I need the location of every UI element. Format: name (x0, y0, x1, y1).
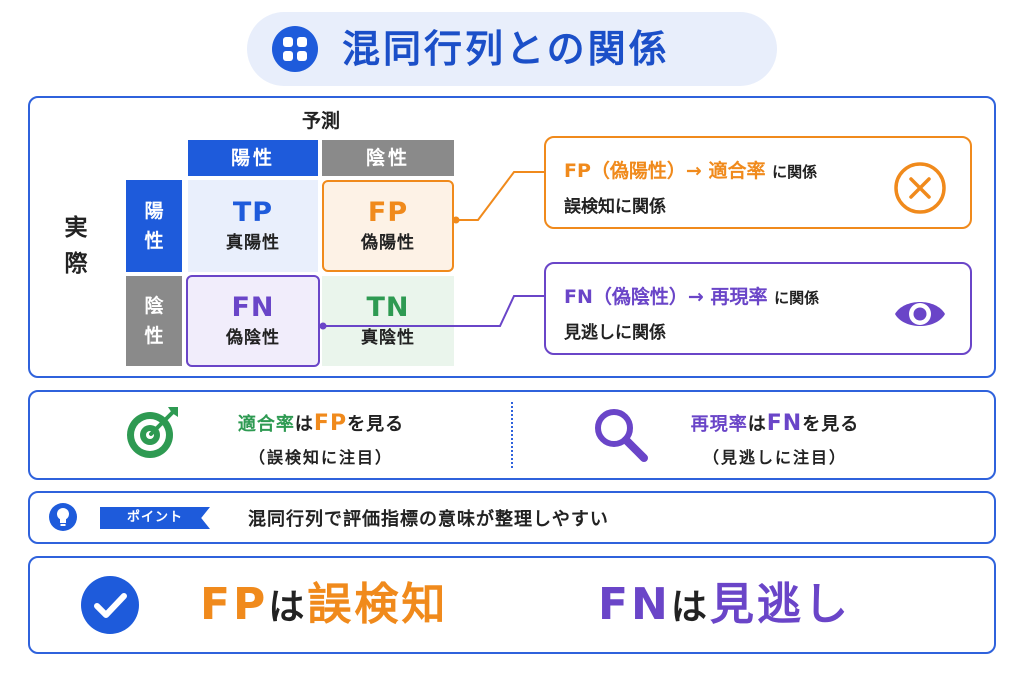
focus-left-main: 適合率はFPを見る (196, 410, 446, 436)
focus-right-tail: を見る (802, 414, 860, 435)
cell-tp-code: TP (232, 197, 274, 228)
predicted-label: 予測 (301, 110, 340, 132)
fp-connector (456, 171, 544, 221)
focus-right-ha: は (747, 414, 767, 435)
focus-left-ha: は (294, 414, 314, 435)
row-header-positive: 陽性 (126, 180, 182, 272)
summary-fn-code: FN (598, 579, 671, 630)
summary-fp-code: FP (200, 579, 269, 630)
row-header-positive-text: 陽性 (144, 200, 164, 252)
summary-fn-ha: は (670, 587, 710, 628)
cell-tn: TN 真陰性 (322, 276, 454, 366)
fn-callout-title: FN（偽陰性）→ 再現率 に関係 (564, 282, 819, 309)
lightbulb-icon (49, 503, 77, 531)
check-circle-icon (81, 576, 139, 634)
summary-panel (28, 556, 996, 654)
fn-connector (323, 295, 544, 327)
fp-callout-sub: 誤検知に関係 (564, 197, 666, 217)
grid-icon (272, 26, 318, 72)
cell-fn-name: 偽陰性 (226, 328, 280, 348)
fn-callout-arrow: → (687, 286, 704, 308)
cell-tp: TP 真陽性 (188, 180, 318, 272)
focus-right-sub: （見逃しに注目） (702, 448, 847, 467)
cell-tn-name: 真陰性 (361, 328, 415, 348)
target-icon (127, 407, 178, 458)
focus-right-main: 再現率はFNを見る (655, 410, 895, 436)
cell-tp-name: 真陽性 (226, 233, 280, 253)
cell-tn-code: TN (366, 292, 410, 323)
fn-callout-paren: （偽陰性） (592, 286, 688, 308)
col-header-positive: 陽性 (188, 140, 318, 176)
fp-callout: FP（偽陽性）→ 適合率 に関係 誤検知に関係 (544, 136, 972, 229)
summary-fp-ha: は (268, 587, 308, 628)
fn-callout-metric: 再現率 (710, 286, 768, 308)
summary-fn: FNは見逃し (598, 570, 851, 640)
fp-connector-dot (452, 216, 460, 224)
fp-callout-arrow: → (685, 160, 702, 182)
focus-left-sub: （誤検知に注目） (248, 448, 393, 467)
cell-fn: FN 偽陰性 (186, 275, 320, 367)
summary-fp: FPは誤検知 (200, 570, 448, 640)
fn-callout-suffix: に関係 (774, 289, 820, 307)
focus-left-code: FP (313, 411, 348, 436)
point-tag: ポイント (100, 507, 210, 529)
fp-callout-metric: 適合率 (708, 160, 766, 182)
cell-fp-name: 偽陽性 (361, 233, 415, 253)
fn-callout-sub: 見逃しに関係 (564, 323, 666, 343)
fp-callout-code: FP (564, 160, 591, 182)
eye-icon (895, 302, 945, 326)
point-text: 混同行列で評価指標の意味が整理しやすい (248, 509, 609, 530)
fp-callout-paren: （偽陽性） (590, 160, 686, 182)
fn-callout: FN（偽陰性）→ 再現率 に関係 見逃しに関係 (544, 262, 972, 355)
cell-fp-code: FP (367, 197, 409, 228)
summary-fp-word: 誤検知 (307, 579, 449, 630)
x-circle-icon (894, 162, 946, 214)
focus-right: 再現率はFNを見る （見逃しに注目） (655, 410, 895, 468)
focus-right-code: FN (766, 411, 803, 436)
page-title: 混同行列との関係 (342, 27, 670, 71)
summary-fn-word: 見逃し (709, 579, 851, 630)
row-header-negative-text: 陰性 (144, 295, 164, 347)
search-icon (595, 409, 648, 462)
fn-callout-code: FN (564, 286, 593, 308)
fp-callout-suffix: に関係 (772, 163, 818, 181)
cell-fp: FP 偽陽性 (322, 180, 454, 272)
focus-divider (511, 402, 513, 468)
row-header-negative: 陰性 (126, 276, 182, 366)
focus-left-metric: 適合率 (237, 414, 295, 435)
fp-callout-title: FP（偽陽性）→ 適合率 に関係 (564, 156, 817, 183)
col-header-negative: 陰性 (322, 140, 454, 176)
focus-left: 適合率はFPを見る （誤検知に注目） (196, 410, 446, 468)
focus-right-metric: 再現率 (690, 414, 748, 435)
actual-label: 実際 (56, 210, 96, 282)
fn-connector-dot (319, 322, 327, 330)
actual-label-text: 実際 (64, 215, 88, 277)
focus-left-tail: を見る (347, 414, 405, 435)
cell-fn-code: FN (231, 292, 275, 323)
title-banner: 混同行列との関係 (247, 12, 777, 86)
